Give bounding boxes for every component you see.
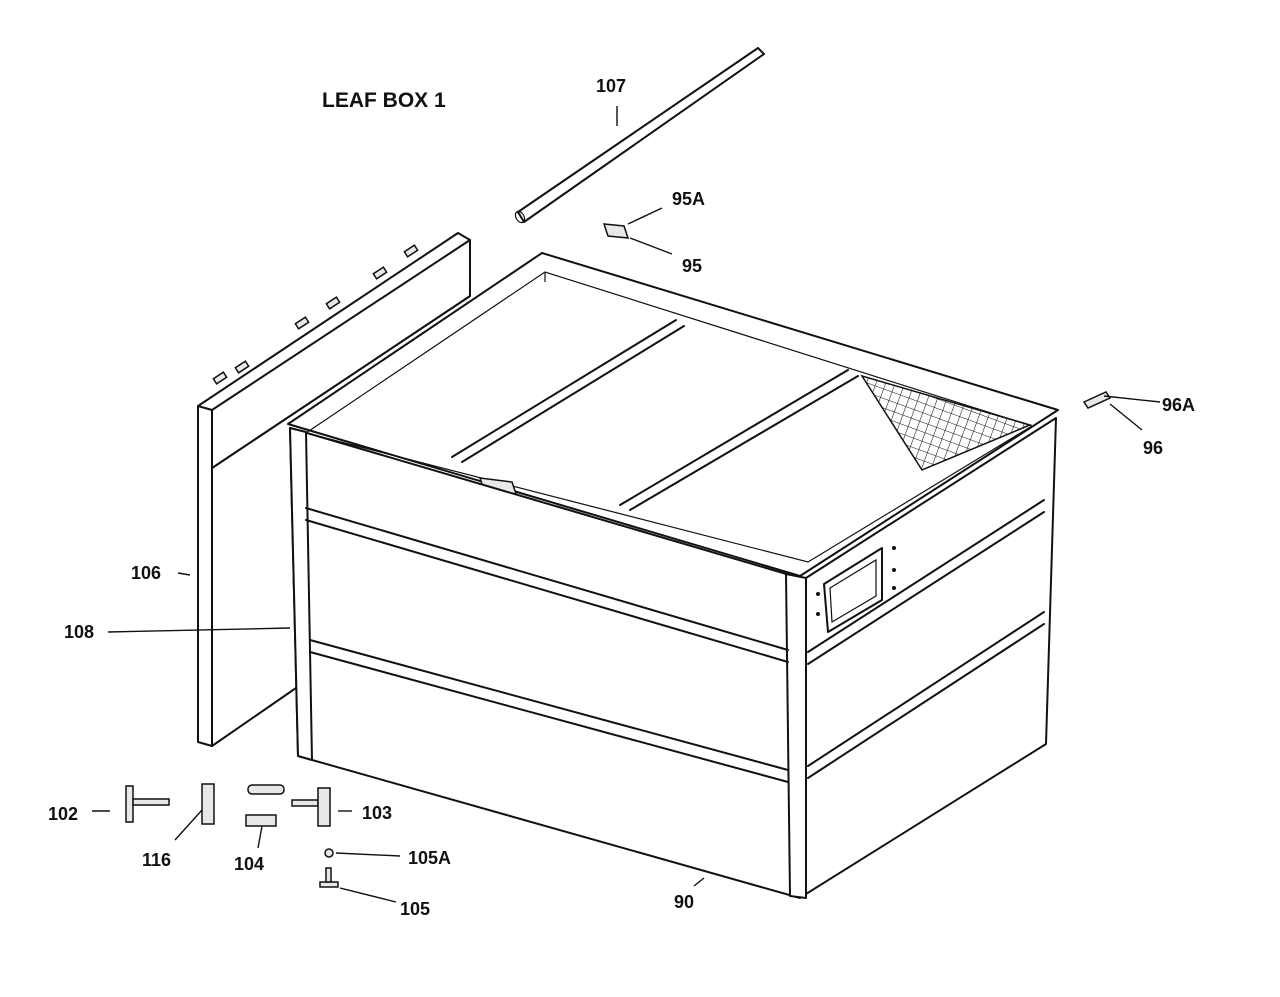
part-116-strap xyxy=(201,783,215,825)
callout-96: 96 xyxy=(1143,438,1163,458)
callout-90: 90 xyxy=(674,892,694,912)
callout-102: 102 xyxy=(48,804,78,824)
part-106-side-panel xyxy=(197,232,471,747)
callout-108: 108 xyxy=(64,622,94,642)
callout-116: 116 xyxy=(142,850,171,870)
part-107-rod xyxy=(514,47,765,224)
callout-107: 107 xyxy=(596,76,626,96)
callout-105a: 105A xyxy=(408,848,451,868)
part-103-latch xyxy=(291,787,331,827)
part-105a-nut xyxy=(324,848,334,858)
callout-103: 103 xyxy=(362,803,392,823)
part-90-box-frame xyxy=(287,252,1059,899)
callout-106: 106 xyxy=(131,563,161,583)
part-105-bolt xyxy=(319,867,339,888)
part-96-bracket xyxy=(1082,391,1112,409)
callout-105: 105 xyxy=(400,899,430,919)
callout-96a: 96A xyxy=(1162,395,1195,415)
leader-lines xyxy=(92,106,1161,903)
diagram-title: LEAF BOX 1 xyxy=(322,89,446,112)
part-95-bracket xyxy=(602,223,630,239)
callouts: 107 95A 95 96A 96 106 108 102 116 104 10… xyxy=(48,76,1195,919)
part-102-bolt xyxy=(125,785,170,823)
callout-95: 95 xyxy=(682,256,702,276)
callout-104: 104 xyxy=(234,854,264,874)
callout-95a: 95A xyxy=(672,189,705,209)
part-104-clips xyxy=(245,784,285,827)
